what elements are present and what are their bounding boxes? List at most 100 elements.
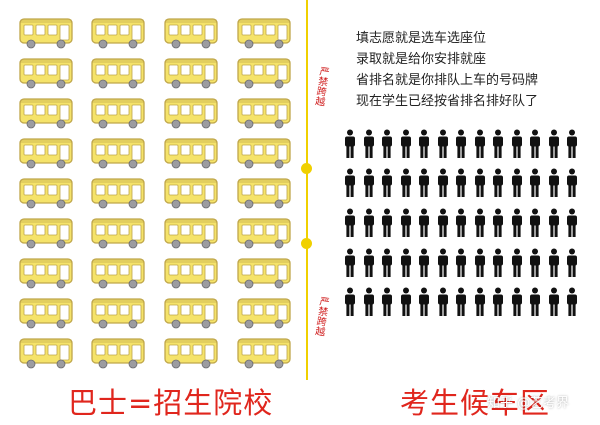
- bus-icon: [236, 97, 292, 131]
- person-icon: [455, 208, 467, 238]
- bus-icon: [18, 337, 74, 371]
- bus-icon: [163, 57, 219, 91]
- bus-icon: [90, 137, 146, 171]
- bus-icon: [236, 297, 292, 331]
- right-caption: 考生候车区: [400, 386, 551, 420]
- bus-icon: [18, 257, 74, 291]
- bus-icon: [90, 17, 146, 51]
- person-icon: [511, 287, 523, 317]
- person-icon: [418, 208, 430, 238]
- bus-icon: [90, 297, 146, 331]
- bus-icon: [163, 137, 219, 171]
- person-icon: [492, 129, 504, 159]
- person-icon: [529, 248, 541, 278]
- bus-icon: [90, 337, 146, 371]
- person-icon: [492, 248, 504, 278]
- info-line-3: 省排名就是你排队上车的号码牌: [356, 73, 539, 88]
- person-icon: [363, 248, 375, 278]
- bus-icon: [236, 177, 292, 211]
- person-icon: [566, 168, 578, 198]
- bus-icon: [90, 257, 146, 291]
- person-icon: [363, 287, 375, 317]
- person-icon: [474, 129, 486, 159]
- bus-icon: [18, 297, 74, 331]
- person-icon: [566, 287, 578, 317]
- person-icon: [548, 248, 560, 278]
- bus-icon: [18, 57, 74, 91]
- info-line-1: 填志愿就是选车选座位: [356, 31, 487, 46]
- bus-icon: [236, 57, 292, 91]
- left-caption: 巴士=招生院校: [68, 386, 274, 420]
- person-icon: [511, 248, 523, 278]
- divider-line: [306, 0, 308, 380]
- person-icon: [344, 129, 356, 159]
- bus-icon: [90, 217, 146, 251]
- person-icon: [548, 129, 560, 159]
- person-icon: [474, 287, 486, 317]
- person-icon: [400, 248, 412, 278]
- person-icon: [492, 168, 504, 198]
- person-icon: [344, 287, 356, 317]
- person-icon: [400, 129, 412, 159]
- bus-icon: [163, 217, 219, 251]
- person-icon: [437, 129, 449, 159]
- bus-icon: [18, 137, 74, 171]
- bus-icon: [18, 17, 74, 51]
- bus-icon: [18, 217, 74, 251]
- bus-icon: [236, 17, 292, 51]
- person-icon: [400, 287, 412, 317]
- person-icon: [363, 208, 375, 238]
- divider-dot-top: [301, 163, 312, 174]
- person-icon: [474, 168, 486, 198]
- person-icon: [529, 208, 541, 238]
- person-icon: [492, 208, 504, 238]
- person-icon: [511, 129, 523, 159]
- person-icon: [363, 129, 375, 159]
- bus-icon: [18, 97, 74, 131]
- person-icon: [548, 287, 560, 317]
- person-icon: [529, 168, 541, 198]
- person-icon: [455, 129, 467, 159]
- person-icon: [418, 168, 430, 198]
- person-icon: [418, 248, 430, 278]
- bus-icon: [236, 257, 292, 291]
- person-icon: [474, 208, 486, 238]
- person-icon: [363, 168, 375, 198]
- bus-icon: [90, 57, 146, 91]
- person-icon: [437, 248, 449, 278]
- person-icon: [418, 287, 430, 317]
- person-icon: [529, 129, 541, 159]
- bus-icon: [236, 137, 292, 171]
- person-icon: [400, 208, 412, 238]
- person-icon: [492, 287, 504, 317]
- person-icon: [529, 287, 541, 317]
- person-icon: [566, 248, 578, 278]
- person-icon: [400, 168, 412, 198]
- person-icon: [381, 248, 393, 278]
- person-icon: [548, 168, 560, 198]
- info-line-4: 现在学生已经按省排名排好队了: [356, 94, 539, 109]
- divider-label-bottom: 严禁跨越: [312, 295, 329, 337]
- person-icon: [455, 287, 467, 317]
- bus-icon: [18, 177, 74, 211]
- divider-dot-bottom: [301, 238, 312, 249]
- bus-icon: [163, 337, 219, 371]
- person-icon: [566, 129, 578, 159]
- person-icon: [437, 208, 449, 238]
- person-icon: [474, 248, 486, 278]
- bus-icon: [90, 97, 146, 131]
- bus-icon: [236, 337, 292, 371]
- person-icon: [566, 208, 578, 238]
- bus-icon: [163, 177, 219, 211]
- info-line-2: 录取就是给你安排就座: [356, 52, 487, 67]
- person-icon: [437, 287, 449, 317]
- divider-label-top: 严禁跨越: [312, 65, 329, 107]
- person-icon: [511, 208, 523, 238]
- bus-icon: [236, 217, 292, 251]
- bus-icon: [90, 177, 146, 211]
- person-icon: [381, 168, 393, 198]
- person-icon: [344, 208, 356, 238]
- person-icon: [381, 287, 393, 317]
- person-icon: [511, 168, 523, 198]
